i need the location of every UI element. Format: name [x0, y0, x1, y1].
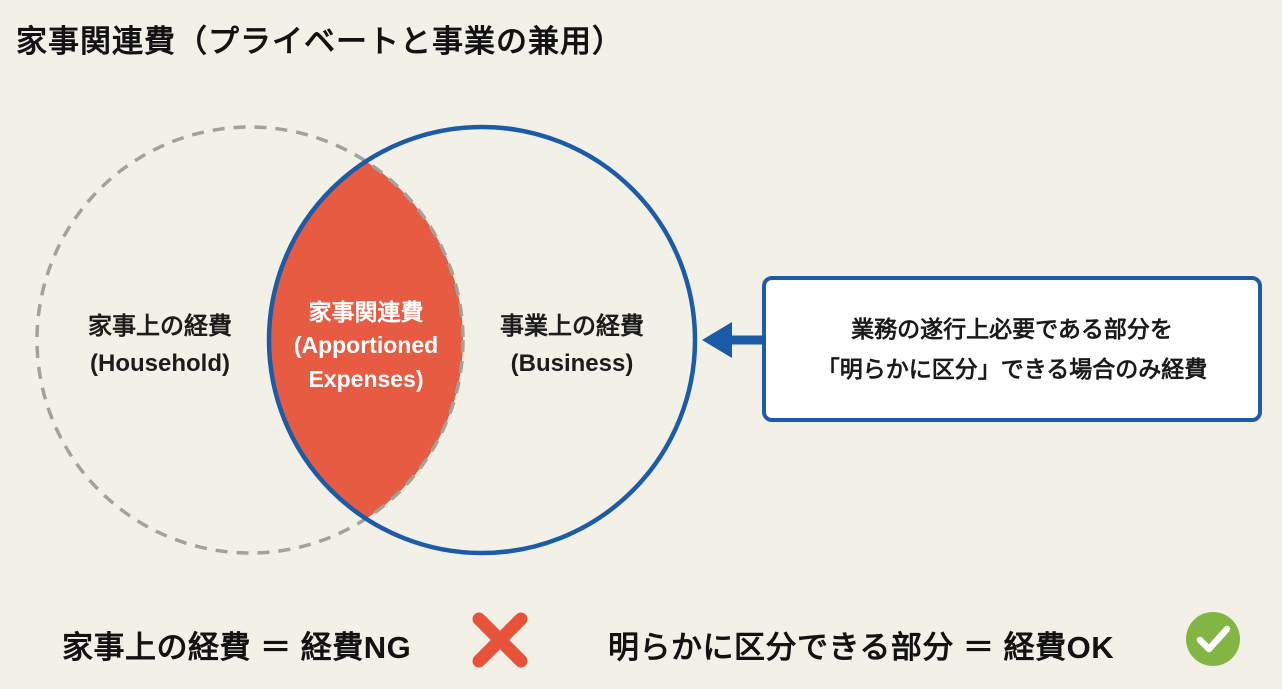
household-label-en: (Household): [90, 350, 230, 378]
arrow-left-icon: [702, 322, 766, 358]
overlap-label-jp: 家事関連費: [308, 299, 424, 325]
callout-line-2: 「明らかに区分」できる場合のみ経費: [816, 356, 1208, 382]
verdict-ok-text: 明らかに区分できる部分 ＝ 経費OK: [608, 630, 1115, 665]
household-label: 家事上の経費 (Household): [58, 308, 262, 382]
household-label-jp: 家事上の経費: [88, 313, 232, 340]
check-mark-icon: [1186, 612, 1240, 666]
callout-box: 業務の遂行上必要である部分を 「明らかに区分」できる場合のみ経費: [762, 276, 1262, 422]
household-circle: [35, 125, 465, 555]
overlap-label: 家事関連費 (Apportioned Expenses): [281, 296, 451, 396]
x-mark-icon: [472, 612, 528, 668]
verdict-ng-text: 家事上の経費 ＝ 経費NG: [62, 630, 412, 665]
business-label-en: (Business): [510, 350, 634, 378]
overlap-label-en-2: Expenses): [308, 365, 424, 392]
business-label-jp: 事業上の経費: [500, 313, 644, 340]
page-title: 家事関連費（プライベートと事業の兼用）: [16, 24, 624, 59]
business-circle: [266, 124, 698, 556]
callout-line-1: 業務の遂行上必要である部分を: [851, 315, 1173, 342]
business-label: 事業上の経費 (Business): [478, 308, 666, 382]
overlap-region: [269, 127, 463, 553]
venn-diagram: [35, 124, 698, 556]
overlap-label-en-1: (Apportioned: [293, 332, 439, 359]
